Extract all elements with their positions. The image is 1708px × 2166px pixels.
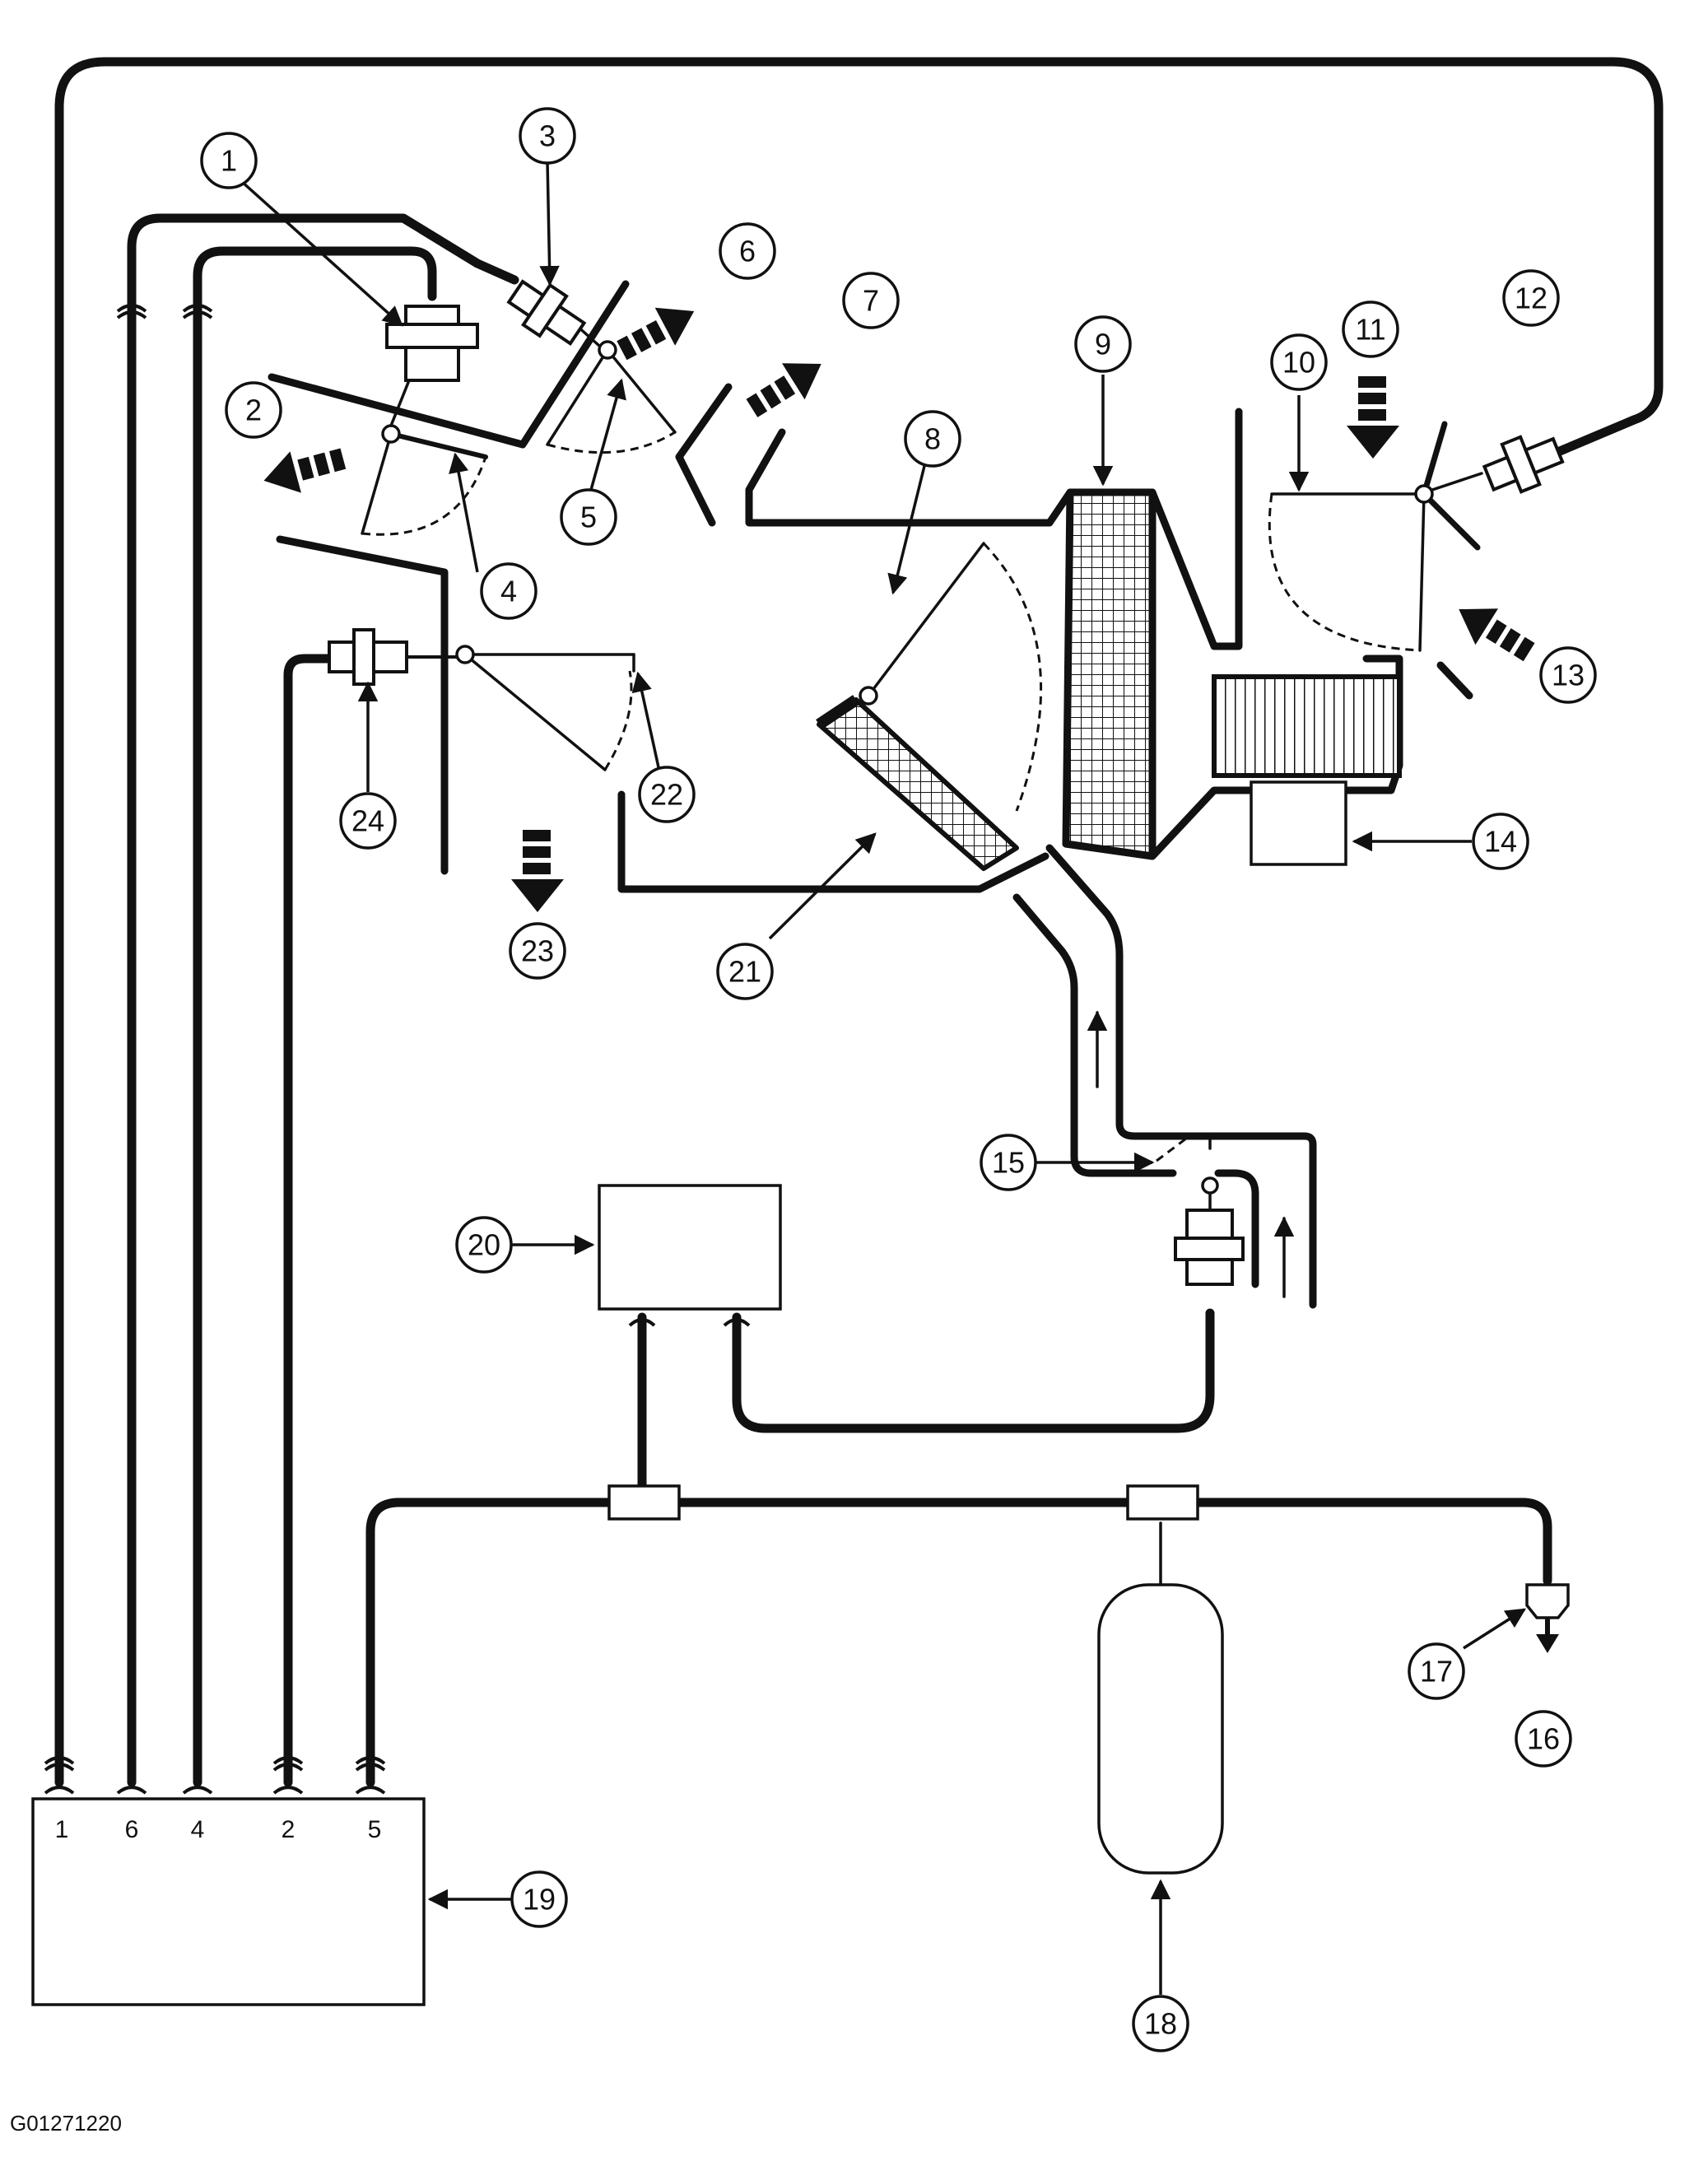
panel-door (546, 324, 677, 454)
callout-number: 5 (580, 501, 597, 534)
callout-number: 14 (1484, 825, 1517, 859)
vacuum-hose-port-2 (283, 654, 334, 1787)
callout-20: 20 (455, 1216, 513, 1274)
callout-22: 22 (638, 766, 696, 823)
callout-number: 6 (739, 235, 756, 268)
callout-2: 2 (225, 381, 282, 439)
vacuum-reservoir (1097, 1583, 1224, 1875)
vacuum-hose-port-4 (193, 246, 437, 1787)
leader-lines (240, 160, 1527, 1995)
heater-core (1062, 488, 1157, 860)
callout-11: 11 (1342, 300, 1399, 358)
callout-number: 15 (992, 1146, 1025, 1180)
vacuum-hose-port-1 (54, 57, 1664, 1787)
vacuum-hose-valve-to-actuator-15 (732, 1308, 1215, 1433)
blower-motor (1250, 780, 1347, 866)
callout-number: 17 (1420, 1655, 1453, 1689)
callout-3: 3 (519, 107, 576, 165)
vacuum-hose-port-6 (127, 213, 519, 1787)
callout-number: 23 (521, 934, 554, 968)
callout-number: 21 (728, 955, 761, 989)
callout-14: 14 (1472, 813, 1529, 870)
callout-number: 22 (650, 778, 683, 812)
port-label: 1 (55, 1816, 69, 1843)
callout-number: 19 (523, 1883, 556, 1917)
port-label: 4 (191, 1816, 205, 1843)
airflow-arrow-6 (617, 307, 695, 361)
callout-9: 9 (1074, 315, 1132, 373)
callout-10: 10 (1270, 333, 1328, 391)
callout-number: 10 (1282, 346, 1315, 380)
callout-5: 5 (560, 488, 617, 546)
callout-number: 24 (351, 804, 384, 838)
recirc-inlet-door (1156, 1134, 1219, 1212)
callout-13: 13 (1539, 646, 1597, 704)
callout-24: 24 (339, 792, 397, 850)
actuator-3 (506, 279, 587, 347)
tee-fitting-left (607, 1484, 681, 1521)
callout-number: 3 (539, 119, 556, 153)
callout-number: 4 (500, 575, 517, 608)
airflow-arrow-11 (1347, 376, 1399, 459)
callout-number: 1 (221, 144, 237, 178)
callout-number: 13 (1552, 659, 1585, 692)
figure-id: G01271220 (10, 2111, 122, 2136)
callout-17: 17 (1408, 1642, 1465, 1700)
callout-16: 16 (1515, 1710, 1572, 1768)
blend-door (859, 542, 1043, 812)
airflow-arrows (263, 307, 1535, 1298)
callout-number: 12 (1515, 282, 1547, 315)
callout-number: 7 (863, 284, 879, 318)
callout-1: 1 (200, 132, 258, 189)
airflow-arrow-2 (263, 448, 347, 493)
actuator-1 (385, 305, 479, 382)
actuator-12 (1482, 435, 1565, 494)
callout-number: 16 (1527, 1722, 1560, 1756)
blower-wheel (1212, 674, 1402, 778)
port-label: 5 (368, 1816, 382, 1843)
airflow-arrow-23 (511, 830, 564, 912)
callout-18: 18 (1132, 1995, 1189, 2052)
vacuum-control-valve (598, 1184, 782, 1311)
callout-19: 19 (510, 1870, 568, 1928)
callout-number: 2 (245, 394, 262, 427)
control-module-port-labels: 1 6 4 2 5 (55, 1816, 382, 1843)
outside-recirc-door (1268, 421, 1483, 652)
evaporator-core (817, 697, 1019, 871)
vacuum-hose-port-5 (365, 1498, 1552, 1787)
airflow-arrow-7 (746, 363, 821, 417)
control-module (31, 1797, 426, 2006)
check-valve (1525, 1583, 1570, 1653)
callout-15: 15 (980, 1134, 1037, 1191)
actuator-15 (1174, 1209, 1245, 1286)
mode-door (361, 379, 488, 536)
floor-door (455, 645, 635, 771)
callout-8: 8 (904, 410, 961, 468)
callout-7: 7 (842, 272, 900, 329)
callout-4: 4 (480, 562, 538, 620)
hose-fittings (44, 304, 751, 1795)
port-label: 2 (282, 1816, 296, 1843)
callout-number: 8 (924, 422, 941, 456)
callout-12: 12 (1502, 269, 1560, 327)
callout-number: 18 (1144, 2007, 1177, 2041)
callout-23: 23 (509, 922, 566, 980)
callout-number: 9 (1095, 328, 1111, 361)
callout-6: 6 (719, 222, 776, 280)
vacuum-hoses (54, 57, 1664, 1787)
callout-number: 11 (1355, 313, 1385, 347)
callout-number: 20 (468, 1228, 500, 1262)
airflow-arrow-13 (1459, 608, 1535, 662)
actuator-24 (328, 628, 458, 686)
tee-fitting-right (1126, 1484, 1199, 1521)
callout-21: 21 (716, 943, 774, 1000)
port-label: 6 (125, 1816, 139, 1843)
